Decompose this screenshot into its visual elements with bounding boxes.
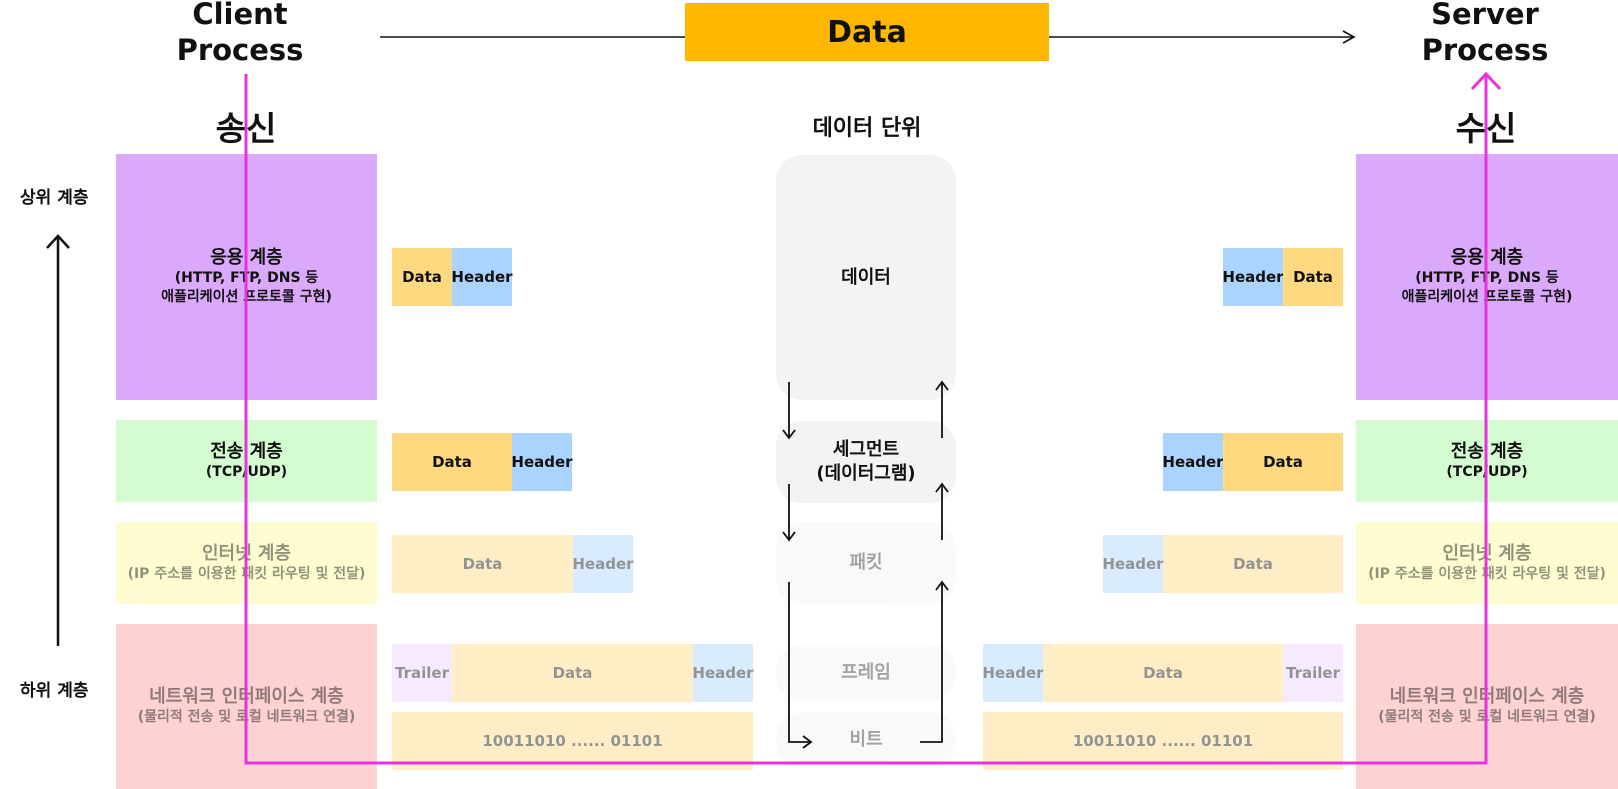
recv-app-data: Data (1283, 248, 1343, 306)
recv-internet-header: Header (1102, 535, 1164, 593)
layer-desc: (HTTP, FTP, DNS 등 애플리케이션 프로토콜 구현) (1401, 270, 1573, 305)
lower-layer-label: 하위 계층 (20, 681, 89, 701)
send-transport-data: Data (392, 433, 512, 491)
data-unit-title: 데이터 단위 (812, 116, 922, 141)
send-frame-header: Header (692, 644, 754, 702)
recv-transport-data: Data (1223, 433, 1343, 491)
unit-segment: 세그먼트 (데이터그램) (776, 421, 956, 503)
unit-packet: 패킷 (776, 522, 956, 604)
send-app-header: Header (451, 248, 513, 306)
recv-frame-trailer: Trailer (1283, 644, 1343, 702)
upper-layer-label: 상위 계층 (20, 188, 89, 208)
send-bits: 10011010 ...... 01101 (392, 712, 753, 770)
layer-desc: (HTTP, FTP, DNS 등 애플리케이션 프로토콜 구현) (161, 270, 332, 305)
recv-app-header: Header (1222, 248, 1284, 306)
recv-bits: 10011010 ...... 01101 (983, 712, 1343, 770)
recv-transport-header: Header (1162, 433, 1224, 491)
unit-bit: 비트 (776, 712, 956, 768)
client-process-label: Client Process (176, 0, 304, 67)
recv-internet-data: Data (1163, 535, 1343, 593)
send-internet-header: Header (572, 535, 634, 593)
send-frame-data: Data (452, 644, 693, 702)
level-up-arrow (46, 234, 70, 646)
server-process-label: Server Process (1421, 0, 1549, 67)
send-frame-trailer: Trailer (392, 644, 452, 702)
recv-frame-header: Header (982, 644, 1044, 702)
recv-frame-data: Data (1043, 644, 1283, 702)
send-internet-data: Data (392, 535, 573, 593)
unit-data: 데이터 (776, 155, 956, 400)
send-app-data: Data (392, 248, 452, 306)
unit-frame: 프레임 (776, 645, 956, 701)
send-transport-header: Header (511, 433, 573, 491)
data-box: Data (685, 3, 1049, 61)
